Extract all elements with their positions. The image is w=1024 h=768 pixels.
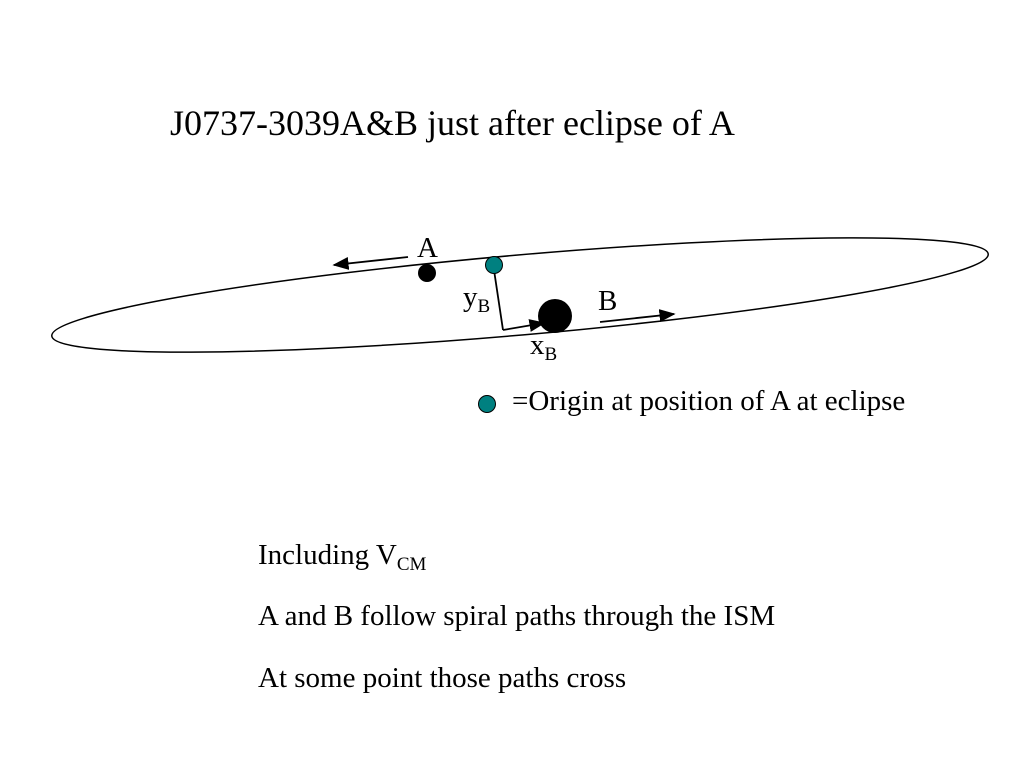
x-axis-arrow: [502, 319, 546, 332]
y-axis-label-main: y: [463, 281, 478, 313]
orbit-ellipse: [51, 237, 989, 353]
y-axis-label: yB: [463, 281, 490, 317]
velocity-arrow-a: [332, 256, 409, 270]
label-a: A: [417, 232, 438, 264]
note-line-1-sub: CM: [396, 554, 427, 575]
note-line-3: At some point those paths cross: [258, 662, 627, 694]
note-line-1-main: Including V: [258, 539, 397, 571]
y-axis-line: [493, 269, 504, 331]
legend-origin-marker: [478, 395, 496, 413]
pulsar-a-dot: [418, 264, 436, 282]
x-axis-label-main: x: [530, 329, 545, 361]
origin-marker: [485, 256, 503, 274]
x-axis-label: xB: [530, 329, 557, 365]
x-axis-label-sub: B: [544, 344, 558, 365]
note-line-1: Including VCM: [258, 539, 427, 575]
legend-text: =Origin at position of A at eclipse: [512, 385, 906, 417]
pulsar-b-dot: [538, 299, 572, 333]
label-b: B: [598, 285, 618, 317]
slide-title: J0737-3039A&B just after eclipse of A: [170, 103, 735, 143]
y-axis-label-sub: B: [477, 296, 491, 317]
velocity-arrow-b: [599, 309, 676, 323]
note-line-2: A and B follow spiral paths through the …: [258, 600, 776, 632]
